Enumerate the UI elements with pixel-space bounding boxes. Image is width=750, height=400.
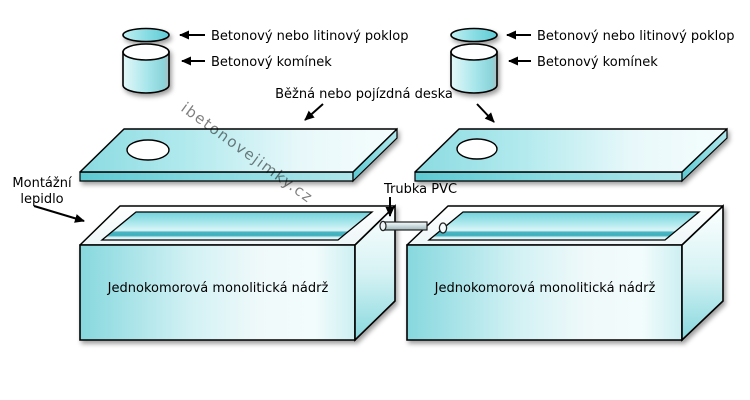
label-lid-left: Betonový nebo litinový poklop [211,29,408,44]
arrow-slab-right-icon [476,103,495,123]
label-chimney-left: Betonový komínek [211,55,332,70]
left-tank-label: Jednokomorová monolitická nádrž [107,281,329,296]
left-slab-front-edge [79,171,354,182]
left-chimney-body [122,51,170,94]
label-chimney-right: Betonový komínek [537,55,658,70]
label-adhesive-line1: Montážní [12,176,72,191]
label-pipe: Trubka PVC [383,182,457,197]
right-chimney-opening [450,43,498,61]
label-lid-right: Betonový nebo litinový poklop [537,29,734,44]
left-slab-top-face [79,128,398,173]
left-lid-shape [122,27,170,43]
arrow-slab-left-icon [304,103,324,121]
callout-arrows [33,30,531,223]
callout-labels: Betonový nebo litinový poklop Betonový k… [12,29,734,207]
right-slab-top-face [414,128,728,173]
right-tank-side-face [681,204,724,342]
pipe-end-cap [379,220,387,232]
left-chimney-assembly [122,27,170,94]
right-tank-label: Jednokomorová monolitická nádrž [434,281,656,296]
right-slab-front-edge [414,171,683,182]
label-slab: Běžná nebo pojízdná deska [275,87,453,102]
right-tank: Jednokomorová monolitická nádrž [406,204,724,342]
right-slab-manhole [456,138,498,160]
right-chimney-assembly [450,27,498,94]
label-adhesive-line2: lepidlo [20,192,63,207]
pipe-inlet-hole [438,222,448,234]
right-lid-shape [450,27,498,43]
right-tank-opening [427,211,701,241]
pipe-body [381,221,428,231]
left-cover-slab [79,127,398,183]
right-chimney-body [450,51,498,94]
left-tank: Jednokomorová monolitická nádrž [79,204,396,342]
right-cover-slab [414,127,728,183]
left-tank-opening [100,211,374,241]
pvc-pipe [379,220,428,232]
left-chimney-opening [122,43,170,61]
arrow-adhesive-icon [33,205,85,223]
left-slab-manhole [126,139,170,161]
left-tank-side-face [354,204,396,342]
